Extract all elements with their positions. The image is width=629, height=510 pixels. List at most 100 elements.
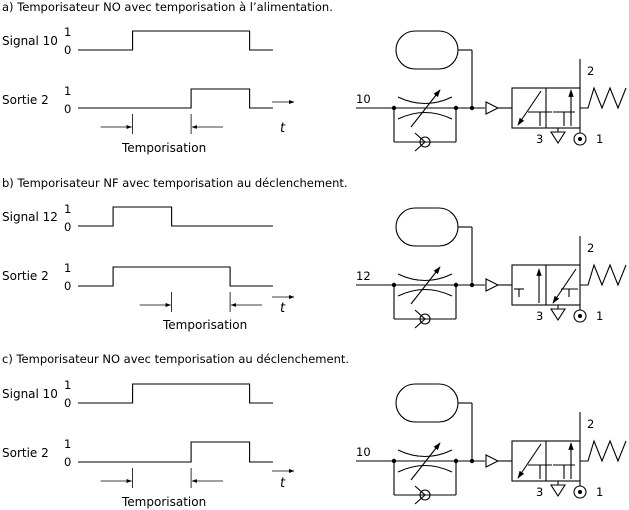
junction-dot [391,282,397,288]
section-c: c) Temporisateur NO avec temporisation a… [2,352,627,509]
delay-markers [100,114,224,134]
level-high: 1 [64,378,71,392]
throttle-curve [397,273,453,282]
supply-source-center [578,314,582,318]
output-waveform [78,88,273,109]
exhaust-triangle [549,131,567,145]
port-out-label: 2 [587,417,594,431]
return-spring [580,439,627,463]
level-high: 1 [64,25,71,39]
timing-chart: Signal 12 1 0 Sortie 2 1 0 t Temporisati… [2,202,295,332]
port-exhaust-label: 3 [536,309,543,323]
delay-label: Temporisation [121,141,206,155]
adjust-arrow [410,266,441,305]
output-waveform [78,266,273,287]
signal-label: Signal 10 [2,387,58,401]
check-valve-seat [414,309,426,329]
time-label: t [280,121,286,136]
output-label: Sortie 2 [2,93,49,107]
throttle-curve [397,111,453,120]
check-valve-seat [414,485,426,505]
delay-markers [139,292,263,312]
port-exhaust-label: 3 [536,132,543,146]
pneumatic-schematic: 12 2 3 1 [356,207,627,329]
signal-label: Signal 12 [2,210,58,224]
junction-dot [453,458,459,464]
throttle-curve [397,449,453,458]
flow-arrow [552,268,577,304]
signal-waveform [78,30,273,51]
pneumatic-schematic: 10 2 3 1 [356,30,627,152]
signal-label: Signal 10 [2,34,58,48]
section-title: a) Temporisateur NO avec temporisation à… [2,0,333,14]
adjust-arrow [410,89,441,128]
supply-source [573,309,587,323]
level-low: 0 [64,43,71,57]
section-a: a) Temporisateur NO avec temporisation à… [2,0,627,155]
level-low: 0 [64,279,71,293]
level-high: 1 [64,84,71,98]
throttle-curve [397,464,453,473]
port-exhaust-label: 3 [536,485,543,499]
input-port-label: 10 [356,92,371,106]
signal-waveform [78,383,273,404]
junction-dot [453,105,459,111]
reservoir-tank [395,383,459,423]
delay-label: Temporisation [121,495,206,509]
port-out-label: 2 [587,64,594,78]
flow-arrow [517,443,542,479]
supply-source-center [578,137,582,141]
section-title: b) Temporisateur NF avec temporisation a… [2,176,348,190]
check-valve-seat [414,132,426,152]
input-port-label: 12 [356,269,371,283]
junction-dot [391,458,397,464]
level-high: 1 [64,437,71,451]
port-supply-label: 1 [596,132,603,146]
supply-source [573,485,587,499]
level-low: 0 [64,102,71,116]
port-supply-label: 1 [596,309,603,323]
junction-dot [469,458,475,464]
input-port-label: 10 [356,445,371,459]
output-waveform [78,441,273,463]
reservoir-tank [395,207,459,247]
level-low: 0 [64,455,71,469]
output-label: Sortie 2 [2,269,49,283]
return-spring [580,263,627,287]
time-label: t [280,301,286,316]
check-valve-ball [419,313,431,325]
adjust-arrow [410,442,441,481]
port-supply-label: 1 [596,485,603,499]
pilot-triangle [485,101,500,115]
port-out-label: 2 [587,241,594,255]
junction-dot [453,282,459,288]
delay-markers [100,468,224,488]
timing-chart: Signal 10 1 0 Sortie 2 1 0 t Temporisati… [2,25,295,155]
exhaust-triangle [549,484,567,498]
throttle-curve [397,288,453,297]
level-high: 1 [64,202,71,216]
pilot-triangle [485,454,500,468]
delay-label: Temporisation [162,318,247,332]
level-high: 1 [64,261,71,275]
pilot-triangle [485,278,500,292]
throttle-curve [397,96,453,105]
junction-dot [469,282,475,288]
supply-source-center [578,490,582,494]
check-valve-ball [419,489,431,501]
supply-source [573,132,587,146]
output-label: Sortie 2 [2,446,49,460]
timing-chart: Signal 10 1 0 Sortie 2 1 0 t Temporisati… [2,378,295,509]
reservoir-tank [395,30,459,70]
level-low: 0 [64,396,71,410]
section-b: b) Temporisateur NF avec temporisation a… [2,176,627,332]
pneumatic-schematic: 10 2 3 1 [356,383,627,505]
return-spring [580,86,627,110]
time-label: t [280,476,286,491]
section-title: c) Temporisateur NO avec temporisation a… [2,352,349,366]
signal-waveform [78,206,273,227]
exhaust-triangle [549,308,567,322]
junction-dot [391,105,397,111]
level-low: 0 [64,220,71,234]
